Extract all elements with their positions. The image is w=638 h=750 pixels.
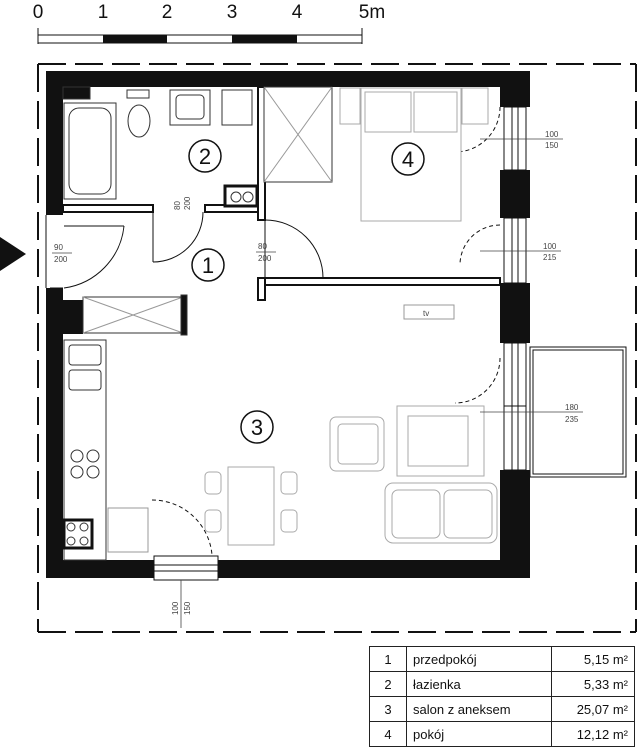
room-area-cell: 12,12 m²: [551, 721, 635, 747]
room-number-cell: 1: [369, 646, 407, 672]
scale-tick-1: 1: [98, 2, 109, 23]
room-number-4: 4: [402, 147, 414, 172]
scale-tick-2: 2: [162, 2, 173, 23]
kitchen-window-width: 100: [171, 601, 180, 615]
room-name-cell: pokój: [406, 721, 552, 747]
kitchen-sink-icon: [68, 344, 102, 366]
table-row: 4 pokój 12,12 m²: [369, 721, 635, 747]
toilet-icon: [127, 104, 151, 138]
kitchen-fixtures: [62, 339, 149, 561]
hallway-fixtures: [82, 184, 259, 336]
room-area-cell: 5,33 m²: [551, 671, 635, 697]
table-row: 1 przedpokój 5,15 m²: [369, 646, 635, 672]
room-number-3: 3: [251, 415, 263, 440]
bedroom-door-width: 80: [258, 242, 267, 251]
entry-door-height: 200: [54, 255, 68, 264]
living-furniture: [204, 405, 498, 546]
bathroom-door-height: 200: [183, 196, 192, 210]
room-numbers: 2 1 3 4: [188, 139, 425, 444]
scale-tick-3: 3: [227, 2, 238, 23]
tv-label: tv: [423, 309, 429, 318]
room-number-1: 1: [202, 253, 214, 278]
balcony-window-height: 235: [565, 415, 579, 424]
room-number-2: 2: [199, 144, 211, 169]
scale-tick-5m: 5m: [359, 2, 385, 23]
bedroom-window-bottom-width: 100: [543, 242, 557, 251]
entry-door-width: 90: [54, 243, 63, 252]
scale-tick-0: 0: [33, 2, 44, 23]
dimension-labels: 90 200 80 200 80 200 100 150 100 215 180…: [52, 130, 583, 628]
room-area-cell: 25,07 m²: [551, 696, 635, 722]
interior-walls: [62, 86, 501, 301]
windows: [153, 106, 527, 581]
room-name-cell: salon z aneksem: [406, 696, 552, 722]
room-name-cell: przedpokój: [406, 646, 552, 672]
bedroom-window-top-height: 150: [545, 141, 559, 150]
bedroom-window-top-width: 100: [545, 130, 559, 139]
exterior-walls: [46, 71, 530, 578]
room-number-cell: 2: [369, 671, 407, 697]
doors: [45, 106, 501, 556]
room-area-cell: 5,15 m²: [551, 646, 635, 672]
bathroom-fixtures: [62, 86, 333, 200]
table-row: 2 łazienka 5,33 m²: [369, 671, 635, 697]
stove-icon: [70, 449, 84, 463]
room-number-cell: 4: [369, 721, 407, 747]
bedroom-window-bottom-height: 215: [543, 253, 557, 262]
room-name-cell: łazienka: [406, 671, 552, 697]
scale-bar: 0 1 2 3 4 5m: [33, 2, 385, 44]
plot-outline: [37, 63, 637, 633]
sink-icon: [175, 94, 205, 120]
room-area-table: 1 przedpokój 5,15 m² 2 łazienka 5,33 m² …: [369, 646, 635, 747]
balcony-window-width: 180: [565, 403, 579, 412]
kitchen-window-height: 150: [183, 601, 192, 615]
bathroom-door-width: 80: [173, 201, 182, 210]
table-row: 3 salon z aneksem 25,07 m²: [369, 696, 635, 722]
bedroom-door-height: 200: [258, 254, 272, 263]
room-number-cell: 3: [369, 696, 407, 722]
entrance-arrow-icon: [0, 237, 26, 271]
scale-tick-4: 4: [292, 2, 303, 23]
